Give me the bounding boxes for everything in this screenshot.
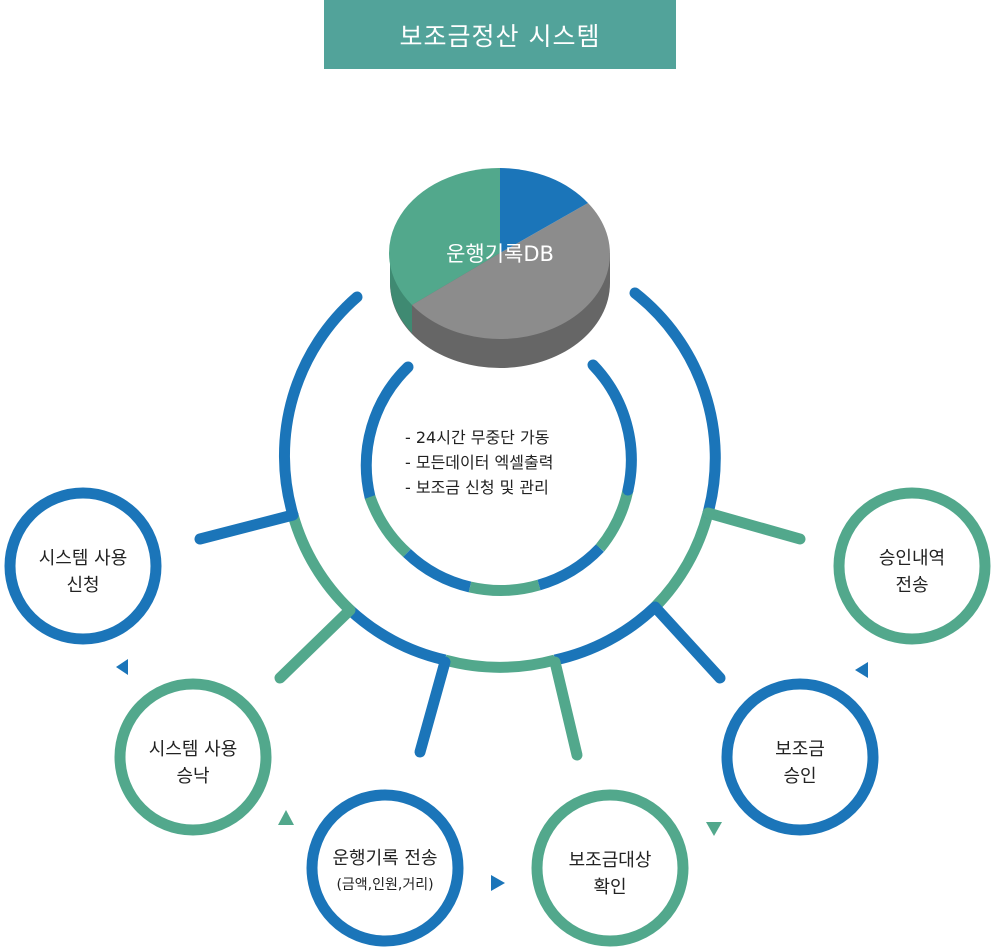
inner-arc-blue: [537, 544, 604, 591]
outer-arc-green: [443, 654, 557, 673]
feature-item: - 모든데이터 엑셀출력: [405, 453, 554, 472]
outer-arc-blue: [553, 602, 659, 666]
step-circle-4: [531, 789, 689, 947]
step-title: 운행기록 전송: [332, 848, 438, 869]
step-title: 시스템 사용: [148, 739, 238, 760]
feature-item: - 보조금 신청 및 관리: [405, 478, 549, 497]
outer-arc-green: [287, 513, 354, 614]
inner-arc-blue: [587, 359, 637, 496]
inner-arc-blue: [360, 361, 414, 503]
spoke: [702, 507, 806, 545]
step-circle-1: [4, 487, 162, 645]
database-pie-icon: [389, 167, 610, 368]
outer-arc-blue: [346, 605, 447, 666]
step-title: 보조금대상: [568, 850, 652, 871]
arrow-right-icon: [491, 875, 505, 891]
feature-item: - 24시간 무중단 가동: [405, 428, 550, 447]
step-circle-5: [721, 678, 879, 836]
step-subtitle: 신청: [66, 575, 100, 596]
spoke: [649, 601, 726, 684]
spoke: [194, 509, 299, 545]
step-label-3: 운행기록 전송 (금액,인원,거리): [332, 845, 437, 899]
step-subtitle: 전송: [895, 575, 929, 596]
page-title: 보조금정산 시스템: [324, 0, 676, 69]
arrow-up-icon: [278, 810, 294, 825]
outer-arc-blue-right: [629, 287, 721, 519]
step-title: 보조금: [775, 739, 825, 760]
step-title: 승인내역: [878, 548, 946, 569]
outer-arc-blue-left: [278, 291, 363, 521]
inner-arc-green: [468, 579, 541, 596]
arrow-left-icon: [116, 659, 128, 675]
feature-list: - 24시간 무중단 가동 - 모든데이터 엑셀출력 - 보조금 신청 및 관리: [405, 425, 553, 500]
step-circle-3: [306, 789, 464, 947]
step-title: 시스템 사용: [38, 548, 128, 569]
inner-arc-blue: [403, 548, 472, 593]
step-subtitle: 승인: [783, 766, 817, 787]
db-label: 운행기록DB: [446, 242, 554, 266]
outer-arc-green: [651, 511, 714, 611]
step-subtitle: 승낙: [176, 766, 210, 787]
inner-arc-green: [364, 495, 411, 558]
step-circle-6: [833, 487, 991, 645]
spoke: [549, 656, 583, 761]
spoke: [414, 656, 451, 758]
step-subtitle: 확인: [593, 877, 627, 898]
spoke: [274, 604, 356, 684]
step-subtitle: (금액,인원,거리): [336, 877, 434, 893]
step-circle-2: [114, 678, 272, 836]
arrow-left-icon: [855, 662, 868, 678]
arrow-down-icon: [706, 822, 722, 836]
inner-arc-green: [595, 488, 634, 552]
